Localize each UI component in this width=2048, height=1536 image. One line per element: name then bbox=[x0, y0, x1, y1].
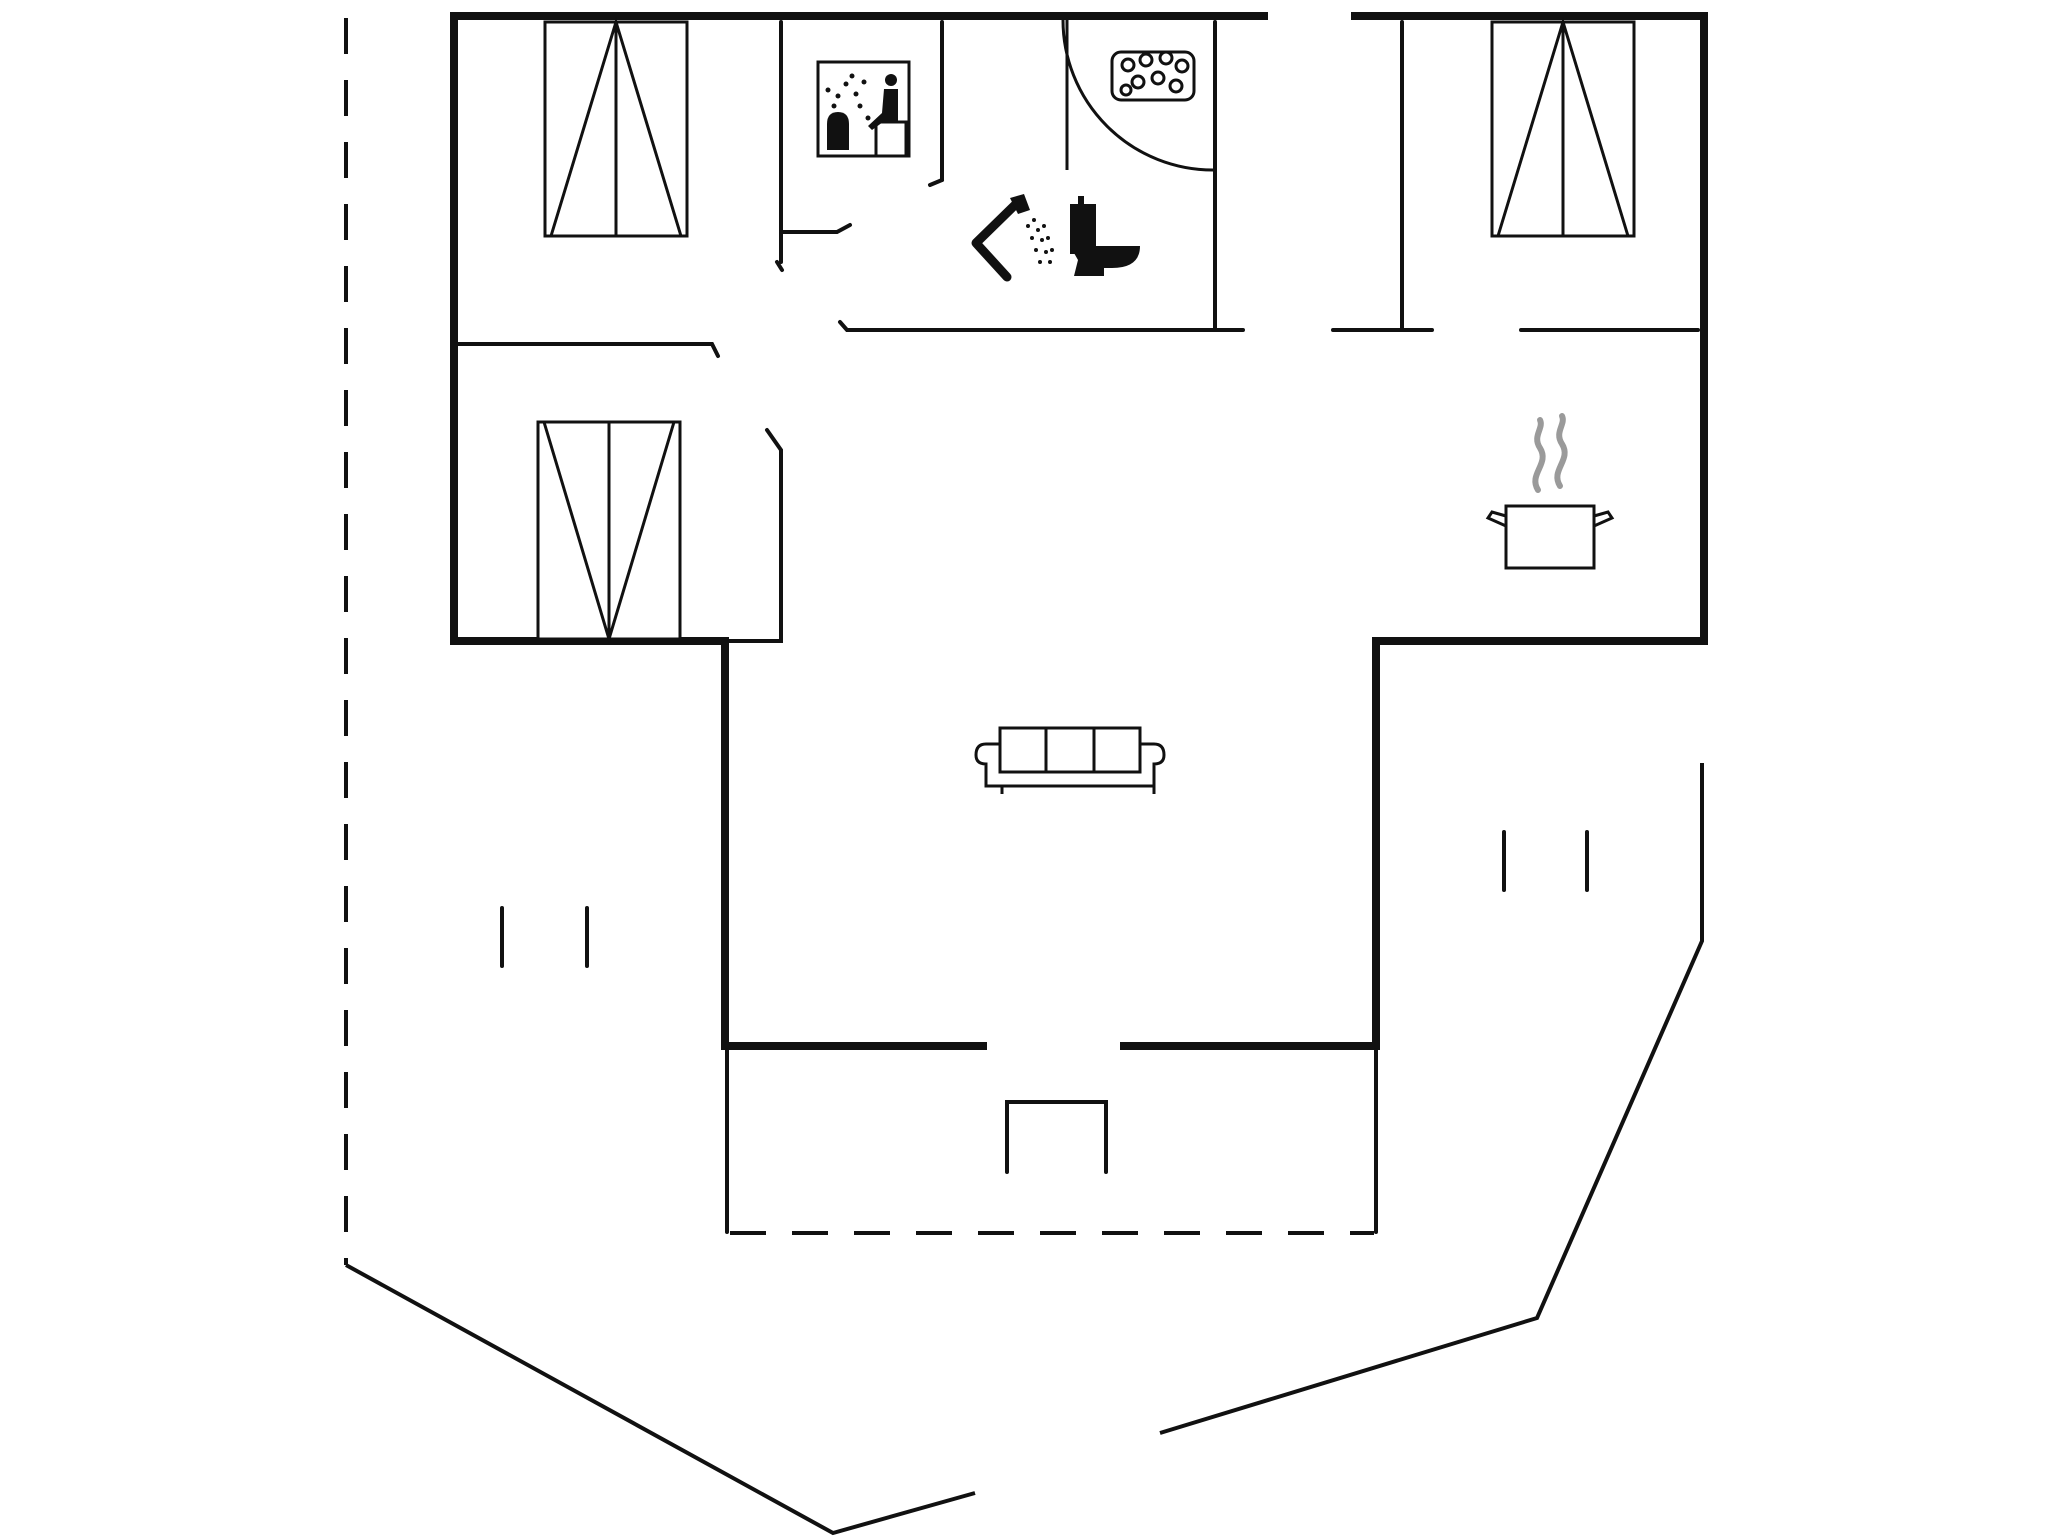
wall-bedroom2-north bbox=[456, 342, 720, 358]
terrace-edge-left bbox=[345, 1263, 976, 1536]
toilet-icon bbox=[1070, 196, 1140, 276]
wall-tick-b bbox=[928, 178, 944, 187]
bunk-bed-icon bbox=[536, 420, 682, 645]
whirlpool-arc bbox=[1061, 19, 1214, 172]
terrace-boundary bbox=[344, 18, 1704, 1536]
interior-walls bbox=[456, 20, 1700, 643]
whirlpool-icon bbox=[1110, 50, 1196, 102]
wall-tick-a bbox=[775, 260, 784, 272]
terrace-markers bbox=[500, 830, 1589, 968]
sofa-icon bbox=[974, 726, 1166, 794]
exterior-walls bbox=[450, 12, 1708, 1050]
cooking-pot-icon bbox=[1485, 413, 1615, 570]
double-bed-icon bbox=[543, 16, 689, 238]
exterior-wall-west bbox=[450, 12, 1268, 1050]
covered-entrance bbox=[725, 1048, 1378, 1235]
sauna-door-stub bbox=[779, 223, 852, 234]
wall-bedroom2-east bbox=[727, 428, 783, 643]
entrance-step bbox=[1005, 1100, 1108, 1174]
wall-bathroom-south bbox=[838, 320, 1245, 332]
double-bed-icon bbox=[1490, 16, 1636, 238]
sauna-icon bbox=[816, 60, 911, 158]
terrace-edge-right bbox=[1159, 763, 1704, 1435]
exterior-wall-east bbox=[1120, 12, 1708, 1050]
shower-icon bbox=[971, 194, 1054, 282]
